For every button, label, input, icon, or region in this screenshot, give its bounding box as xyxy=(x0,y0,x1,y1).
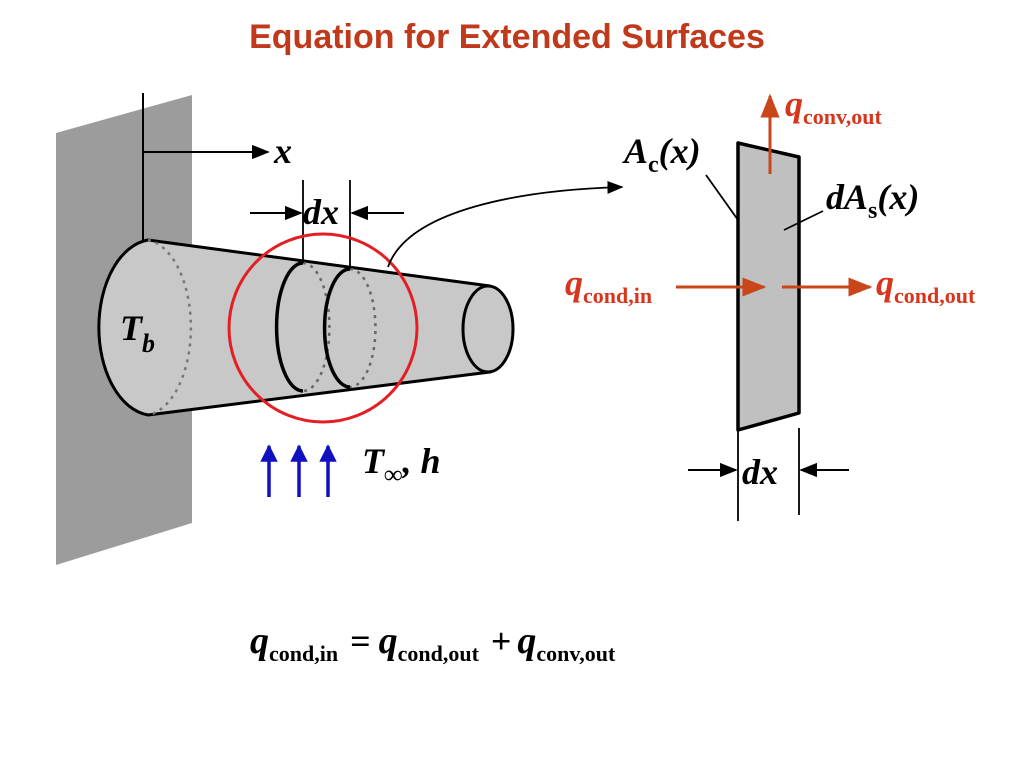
slice-left-back xyxy=(302,261,331,393)
x-axis-label: x xyxy=(273,131,292,171)
ambient-label: T∞, h xyxy=(362,441,441,489)
zoom-circle xyxy=(227,232,419,424)
slice-left-front xyxy=(274,261,304,393)
zoom-connector-arrow xyxy=(387,180,624,268)
fin-base-hidden-edge xyxy=(147,238,193,417)
differential-element xyxy=(736,141,801,432)
slide-title: Equation for Extended Surfaces xyxy=(249,18,765,56)
fin-diagram: x dx Tb T∞, h xyxy=(56,93,624,565)
element-dx-label: dx xyxy=(742,452,778,492)
slice-right-front xyxy=(322,267,351,389)
dx-label-fin: dx xyxy=(303,192,339,232)
surface-area-label: dAs(x) xyxy=(826,177,919,224)
energy-balance-equation: qcond,in=qcond,out+qconv,out xyxy=(250,620,616,666)
surface-leader-line xyxy=(783,210,824,231)
fin-tip xyxy=(461,284,515,374)
cond-out-label: qcond,out xyxy=(876,263,976,308)
cross-section-area-label: Ac(x) xyxy=(622,131,701,178)
conv-out-label: qconv,out xyxy=(785,84,883,129)
base-temp-label: Tb xyxy=(120,308,155,358)
area-leader-line xyxy=(705,174,739,221)
element-diagram: qconv,out Ac(x) dAs(x) qcond,in qcond,ou… xyxy=(565,84,976,521)
cond-in-label: qcond,in xyxy=(565,263,652,308)
fin-body xyxy=(97,238,492,417)
